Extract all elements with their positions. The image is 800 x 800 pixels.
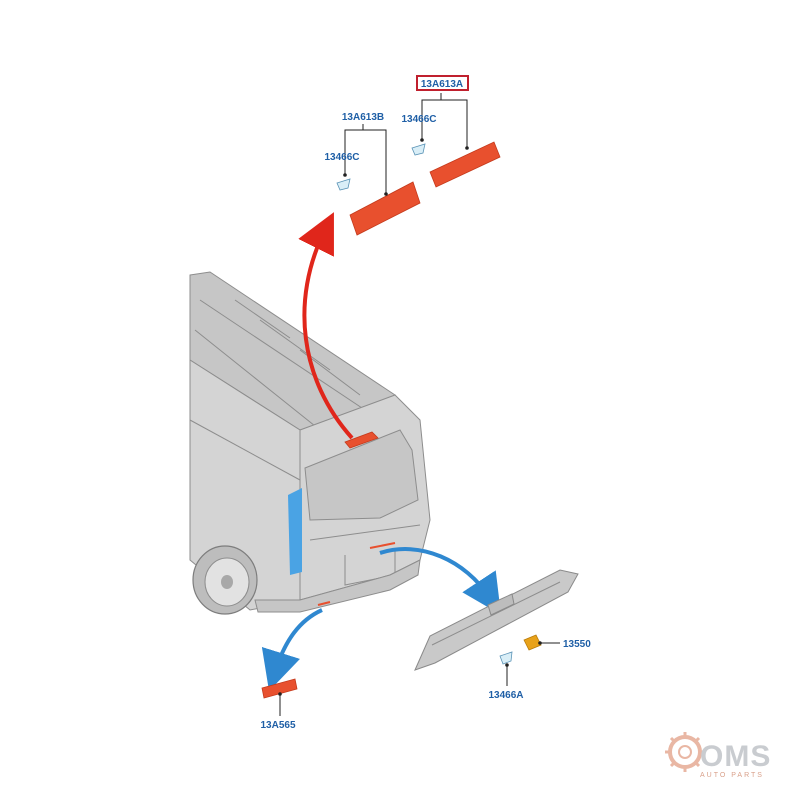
plate-lamp-assembly [414,569,579,671]
gear-logo-icon [665,732,705,772]
label-13466c-right: 13466C [401,114,436,125]
plate-bulb-icon [499,651,513,665]
bulb-left-icon [336,178,351,191]
plate-socket-icon [523,634,542,651]
rear-reflector [261,678,298,699]
leaders-top [343,93,469,196]
svg-text:AUTO PARTS: AUTO PARTS [700,772,764,779]
label-13550: 13550 [563,639,591,650]
label-13a613a: 13A613A [421,79,463,90]
van-illustration [189,271,431,615]
plate-lamp-location [369,542,396,549]
label-13a565: 13A565 [260,720,295,731]
blue-arrow-plate-lamp [379,547,502,615]
lamp-right-piece [429,141,501,188]
lamp-left-piece [349,181,421,236]
svg-text:OMS: OMS [700,740,771,773]
stop-lamp-location [344,431,379,449]
rear-wheel [192,545,258,615]
oms-watermark: OMS AUTO PARTS [665,732,771,779]
red-arrow [298,212,354,440]
bulb-right-icon [411,143,426,156]
reflector-location [317,601,331,606]
label-13a613b: 13A613B [342,112,384,123]
blue-arrow-reflector [261,608,323,692]
label-13466c-left: 13466C [324,152,359,163]
label-13466a: 13466A [488,690,523,701]
side-marker-highlight [288,488,302,575]
highlight-box [416,75,469,91]
high-mount-lamp-group [336,141,501,236]
